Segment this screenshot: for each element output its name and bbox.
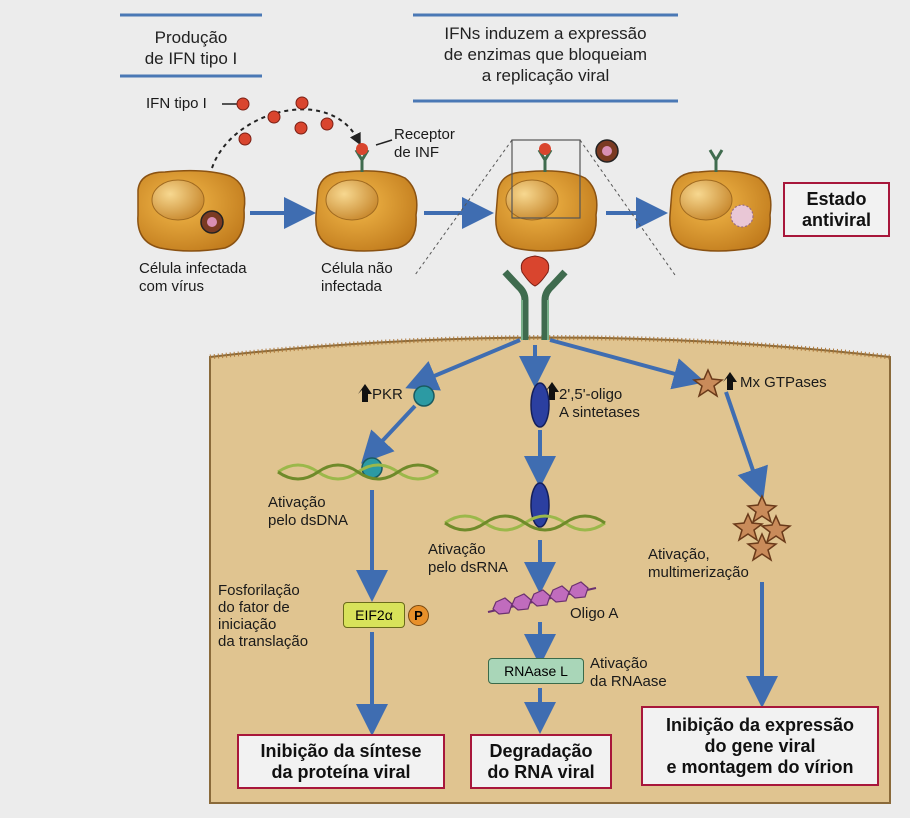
box-inhibit-protein-synthesis: Inibição da síntese da proteína viral bbox=[237, 734, 445, 789]
label-ifn-type-i: IFN tipo I bbox=[146, 95, 207, 112]
label-activation-dsrna: Ativação pelo dsRNA bbox=[428, 541, 509, 576]
header-ifn-production: Produção de IFN tipo I bbox=[144, 28, 238, 68]
header-ifn-induction: IFNs induzem a expressão de enzimas que … bbox=[443, 24, 648, 85]
oligo-synthetase-bound bbox=[530, 482, 550, 528]
rnaase-l-pill: RNAase L bbox=[488, 658, 584, 684]
label-oligo-a: Oligo A bbox=[570, 605, 619, 622]
dsdna-helix bbox=[277, 463, 439, 481]
phosphate-badge: P bbox=[408, 605, 429, 626]
mx-gtpase-stars bbox=[692, 368, 792, 562]
infected-cell bbox=[137, 169, 246, 252]
label-receptor: Receptor de INF bbox=[394, 126, 455, 161]
label-infected-cell: Célula infectada com vírus bbox=[139, 260, 247, 295]
label-rnaase-activation: Ativação da RNAase bbox=[590, 655, 667, 690]
upregulation-marks bbox=[358, 372, 737, 402]
eif2a-pill: EIF2α bbox=[343, 602, 405, 628]
label-oligo-sintetases: 2',5'-oligo A sintetases bbox=[559, 386, 640, 421]
box-inhibit-gene-expression: Inibição da expressão do gene viral e mo… bbox=[641, 706, 879, 786]
label-phosphorylation: Fosforilação do fator de iniciação da tr… bbox=[218, 582, 309, 650]
box-antiviral-state: Estado antiviral bbox=[783, 182, 890, 237]
cell-membrane bbox=[209, 335, 891, 360]
large-receptor bbox=[502, 269, 568, 340]
box-rna-degradation: Degradação do RNA viral bbox=[470, 734, 612, 789]
label-activation-multimerization: Ativação, multimerização bbox=[648, 546, 749, 581]
header-rules bbox=[120, 13, 678, 103]
label-pkr: PKR bbox=[372, 386, 403, 403]
receptor-label-leader bbox=[375, 139, 393, 146]
oligo-a-chain bbox=[487, 581, 597, 615]
signaling-cell bbox=[495, 139, 598, 252]
large-bound-ifn bbox=[520, 255, 550, 287]
bound-ifn-small bbox=[356, 143, 551, 155]
zoom-lines bbox=[414, 139, 676, 276]
antiviral-cell bbox=[669, 170, 772, 252]
pathway-arrows bbox=[356, 338, 778, 736]
free-virus bbox=[595, 139, 619, 163]
ifn-molecules bbox=[236, 96, 334, 146]
label-mx-gtpases: Mx GTPases bbox=[740, 374, 827, 391]
uninfected-cell bbox=[315, 170, 418, 252]
dsrna-helix bbox=[444, 514, 606, 532]
oligo-synthetase bbox=[530, 382, 550, 428]
label-activation-dsdna: Ativação pelo dsDNA bbox=[268, 494, 349, 529]
pkr-molecule bbox=[413, 385, 435, 407]
label-uninfected-cell: Célula não infectada bbox=[321, 260, 393, 295]
